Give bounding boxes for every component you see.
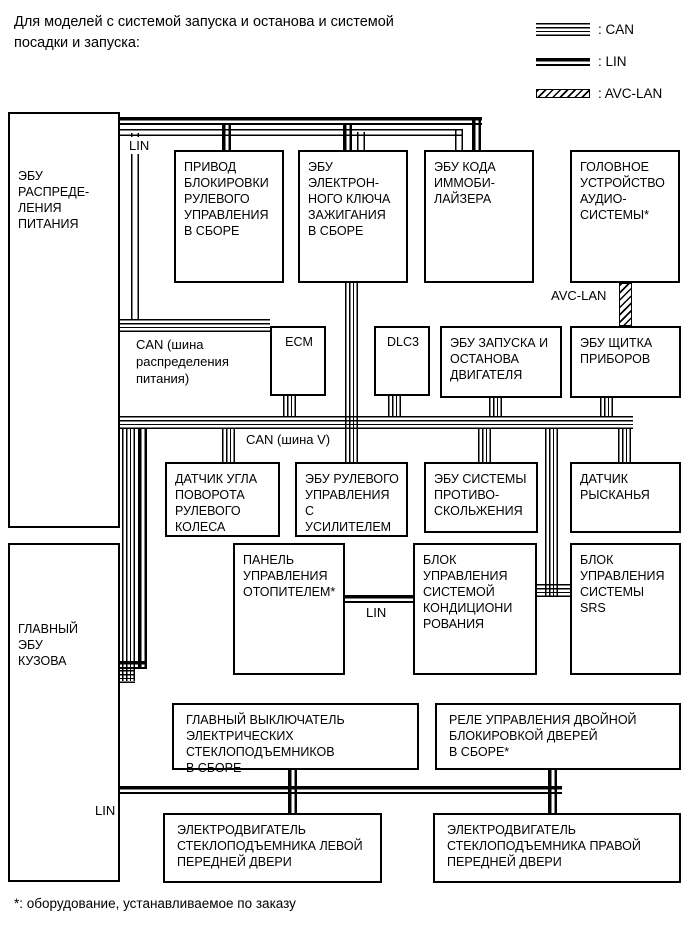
- node-power-window-main-switch: ГЛАВНЫЙ ВЫКЛЮЧАТЕЛЬ ЭЛЕКТРИЧЕСКИХ СТЕКЛО…: [172, 703, 419, 775]
- node-skid-control-ecu: ЭБУ СИСТЕМЫ ПРОТИВО- СКОЛЬЖЕНИЯ: [424, 462, 538, 533]
- label-can-power: CAN (шина распределения питания): [136, 336, 232, 387]
- bus-lin-top: [120, 117, 482, 125]
- node-power-steering-ecu: ЭБУ РУЛЕВОГО УПРАВЛЕНИЯ С УСИЛИТЕЛЕМ: [295, 462, 408, 537]
- node-window-motor-left-front: ЭЛЕКТРОДВИГАТЕЛЬ СТЕКЛОПОДЪЕМНИКА ЛЕВОЙ …: [163, 813, 382, 883]
- label-can-v: CAN (шина V): [246, 431, 334, 448]
- node-immobiliser-code-ecu: ЭБУ КОДА ИММОБИ- ЛАЙЗЕРА: [424, 150, 534, 283]
- bus-can-top: [120, 129, 463, 136]
- node-steering-lock-actuator: ПРИВОД БЛОКИРОВКИ РУЛЕВОГО УПРАВЛЕНИЯ В …: [174, 150, 284, 283]
- node-main-body-ecu: ГЛАВНЫЙ ЭБУ КУЗОВА: [8, 543, 120, 882]
- legend: : CAN : LIN : AVC-LAN: [536, 22, 662, 101]
- node-ecm: ECM: [270, 326, 326, 396]
- node-ac-control-unit: БЛОК УПРАВЛЕНИЯ СИСТЕМОЙ КОНДИЦИОНИ РОВА…: [413, 543, 537, 675]
- header-note: Для моделей с системой запуска и останов…: [14, 14, 394, 51]
- bus-can-drop-angle: [222, 429, 235, 462]
- node-double-lock-control-relay: РЕЛЕ УПРАВЛЕНИЯ ДВОЙНОЙ БЛОКИРОВКОЙ ДВЕР…: [435, 703, 681, 770]
- bus-can-trunk-upper: [131, 133, 139, 320]
- node-instrument-cluster-ecu: ЭБУ ЩИТКА ПРИБОРОВ: [570, 326, 681, 398]
- lin-line-icon: [536, 57, 590, 66]
- node-steering-angle-sensor: ДАТЧИК УГЛА ПОВОРОТА РУЛЕВОГО КОЛЕСА: [165, 462, 280, 537]
- bus-lin-drop-lock: [222, 124, 231, 150]
- node-power-distribution-ecu: ЭБУ РАСПРЕДЕ- ЛЕНИЯ ПИТАНИЯ: [8, 112, 120, 528]
- node-srs-control-unit: БЛОК УПРАВЛЕНИЯ СИСТЕМЫ SRS: [570, 543, 681, 675]
- bus-can-stub-cluster: [600, 398, 613, 416]
- node-dlc3: DLC3: [374, 326, 430, 396]
- bus-can-drop-skid: [478, 429, 491, 462]
- node-start-stop-ecu: ЭБУ ЗАПУСКА И ОСТАНОВА ДВИГАТЕЛЯ: [440, 326, 562, 398]
- label-lin-mid: LIN: [366, 604, 390, 621]
- bus-can-trunk-srs: [545, 429, 558, 597]
- node-yaw-rate-sensor: ДАТЧИК РЫСКАНЬЯ: [570, 462, 681, 533]
- avc-lan-line-icon: [536, 89, 590, 98]
- footnote: *: оборудование, устанавливаемое по зака…: [14, 896, 296, 911]
- node-window-motor-right-front: ЭЛЕКТРОДВИГАТЕЛЬ СТЕКЛОПОДЪЕМНИКА ПРАВОЙ…: [433, 813, 681, 883]
- bus-can-key-trunk: [345, 283, 358, 462]
- bus-can-v-bus: [120, 416, 633, 429]
- bus-can-power-bus: [120, 319, 270, 332]
- bus-can-corner-srs: [530, 584, 572, 597]
- bus-can-drop-immo: [455, 129, 463, 150]
- legend-label-avc-lan: : AVC-LAN: [598, 86, 663, 101]
- bus-can-corner-body: [116, 670, 135, 683]
- node-ignition-key-ecu: ЭБУ ЭЛЕКТРОН- НОГО КЛЮЧА ЗАЖИГАНИЯ В СБО…: [298, 150, 408, 283]
- legend-label-lin: : LIN: [598, 54, 627, 69]
- legend-label-can: : CAN: [598, 22, 635, 37]
- legend-row-can: : CAN: [536, 22, 662, 37]
- can-line-icon: [536, 23, 590, 36]
- legend-row-avc-lan: : AVC-LAN: [536, 86, 662, 101]
- bus-can-stub-ecm: [283, 396, 296, 416]
- bus-can-drop-key: [357, 132, 365, 150]
- bus-avc-lan-drop: [619, 283, 632, 326]
- bus-lin-switch-motor: [288, 770, 297, 813]
- legend-row-lin: : LIN: [536, 54, 662, 69]
- bus-lin-drop-key: [343, 124, 352, 150]
- label-lin-top: LIN: [129, 137, 153, 154]
- bus-can-trunk-body: [122, 429, 135, 681]
- bus-lin-corner-body: [116, 661, 147, 669]
- node-audio-head-unit: ГОЛОВНОЕ УСТРОЙСТВО АУДИО- СИСТЕМЫ*: [570, 150, 680, 283]
- label-avc-lan: AVC-LAN: [551, 287, 610, 304]
- bus-can-stub-startstop: [489, 398, 502, 416]
- bus-lin-trunk-body: [138, 429, 147, 669]
- label-lin-bottom: LIN: [95, 802, 119, 819]
- bus-lin-heater-ac: [345, 595, 413, 603]
- bus-lin-drop-immo: [472, 117, 481, 150]
- node-heater-control-panel: ПАНЕЛЬ УПРАВЛЕНИЯ ОТОПИТЕЛЕМ*: [233, 543, 345, 675]
- bus-lin-relay-motor: [548, 770, 557, 813]
- bus-can-stub-dlc3: [388, 396, 401, 416]
- bus-can-drop-yaw: [618, 429, 631, 462]
- bus-lin-bottom-bus: [120, 786, 562, 794]
